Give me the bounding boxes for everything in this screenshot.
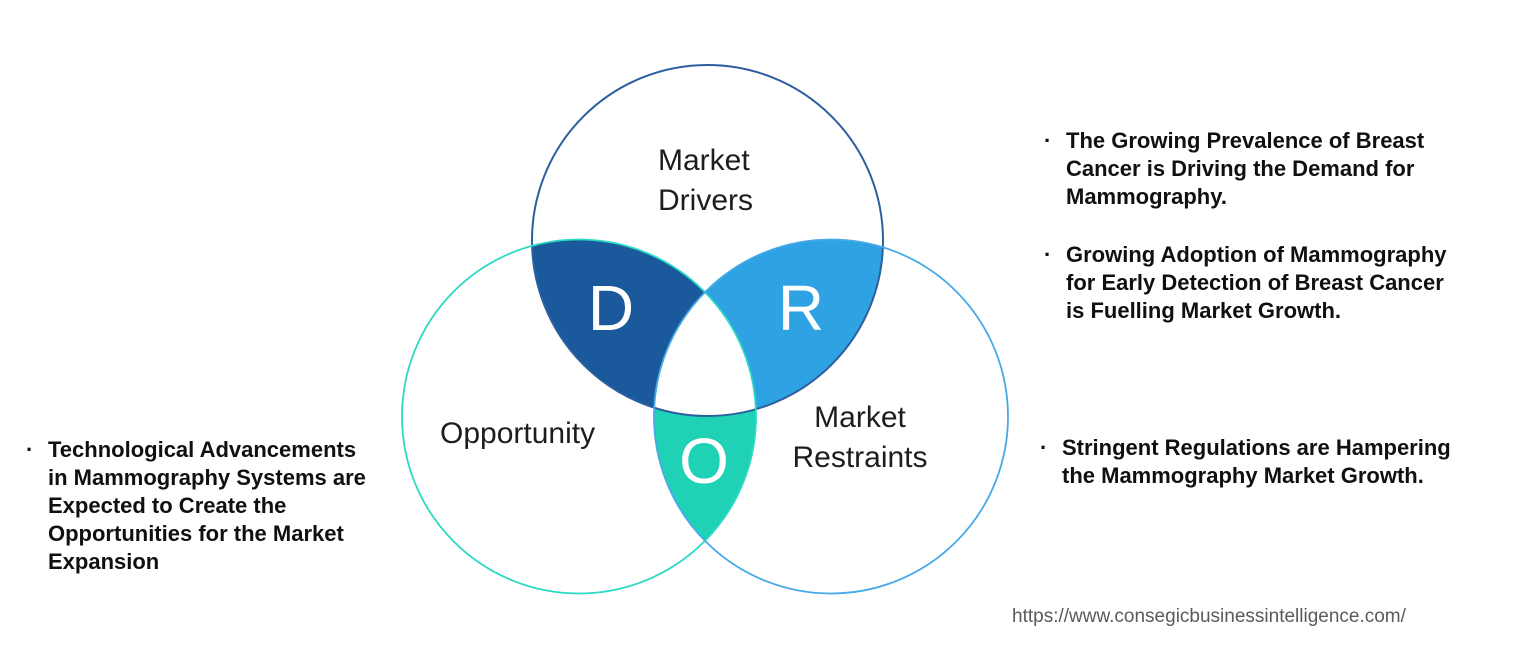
restraints-label-line2: Restraints bbox=[792, 441, 928, 474]
note-line: Technological Advancements bbox=[48, 437, 357, 462]
note-line: Cancer is Driving the Demand for bbox=[1066, 156, 1415, 181]
opportunity-note: · Technological Advancements in Mammogra… bbox=[26, 436, 416, 576]
drivers-label-line2: Drivers bbox=[658, 184, 753, 217]
restraints-circle-outline bbox=[653, 238, 1009, 595]
drivers-restraints-overlap bbox=[654, 239, 883, 416]
note-line: Mammography. bbox=[1066, 184, 1227, 209]
drivers-circle-outline bbox=[531, 64, 884, 417]
drivers-label-line1: Market bbox=[658, 144, 750, 177]
note-line: Opportunities for the Market bbox=[48, 521, 344, 546]
bullet-icon: · bbox=[1044, 128, 1052, 153]
driver-note-1: · The Growing Prevalence of Breast Cance… bbox=[1044, 127, 1484, 211]
note-text: Technological Advancements in Mammograph… bbox=[48, 436, 366, 576]
source-url: https://www.consegicbusinessintelligence… bbox=[1012, 606, 1406, 627]
note-text: Stringent Regulations are Hampering the … bbox=[1062, 434, 1451, 490]
bullet-icon: · bbox=[1044, 242, 1052, 267]
restraint-note: · Stringent Regulations are Hampering th… bbox=[1040, 434, 1480, 490]
drivers-label: Market Drivers bbox=[658, 141, 753, 221]
letter-o: O bbox=[679, 425, 729, 497]
restraints-label: Market Restraints bbox=[785, 398, 935, 478]
note-line: Expansion bbox=[48, 549, 160, 574]
note-line: the Mammography Market Growth. bbox=[1062, 463, 1424, 488]
drivers-opportunity-overlap bbox=[532, 239, 756, 416]
note-line: is Fuelling Market Growth. bbox=[1066, 298, 1342, 323]
note-line: Stringent Regulations are Hampering bbox=[1062, 435, 1451, 460]
note-text: The Growing Prevalence of Breast Cancer … bbox=[1066, 127, 1424, 211]
note-text: Growing Adoption of Mammography for Earl… bbox=[1066, 241, 1447, 325]
driver-note-2: · Growing Adoption of Mammography for Ea… bbox=[1044, 241, 1484, 325]
note-line: Expected to Create the bbox=[48, 493, 287, 518]
note-line: in Mammography Systems are bbox=[48, 465, 366, 490]
opportunity-label: Opportunity bbox=[440, 417, 596, 450]
opportunity-circle-outline bbox=[401, 238, 757, 595]
note-line: Growing Adoption of Mammography bbox=[1066, 242, 1447, 267]
letter-d: D bbox=[587, 272, 635, 344]
bullet-icon: · bbox=[26, 437, 34, 462]
note-line: for Early Detection of Breast Cancer bbox=[1066, 270, 1444, 295]
note-line: The Growing Prevalence of Breast bbox=[1066, 128, 1425, 153]
restraints-label-line1: Market bbox=[814, 401, 906, 434]
letter-r: R bbox=[777, 272, 825, 344]
bullet-icon: · bbox=[1040, 435, 1048, 460]
